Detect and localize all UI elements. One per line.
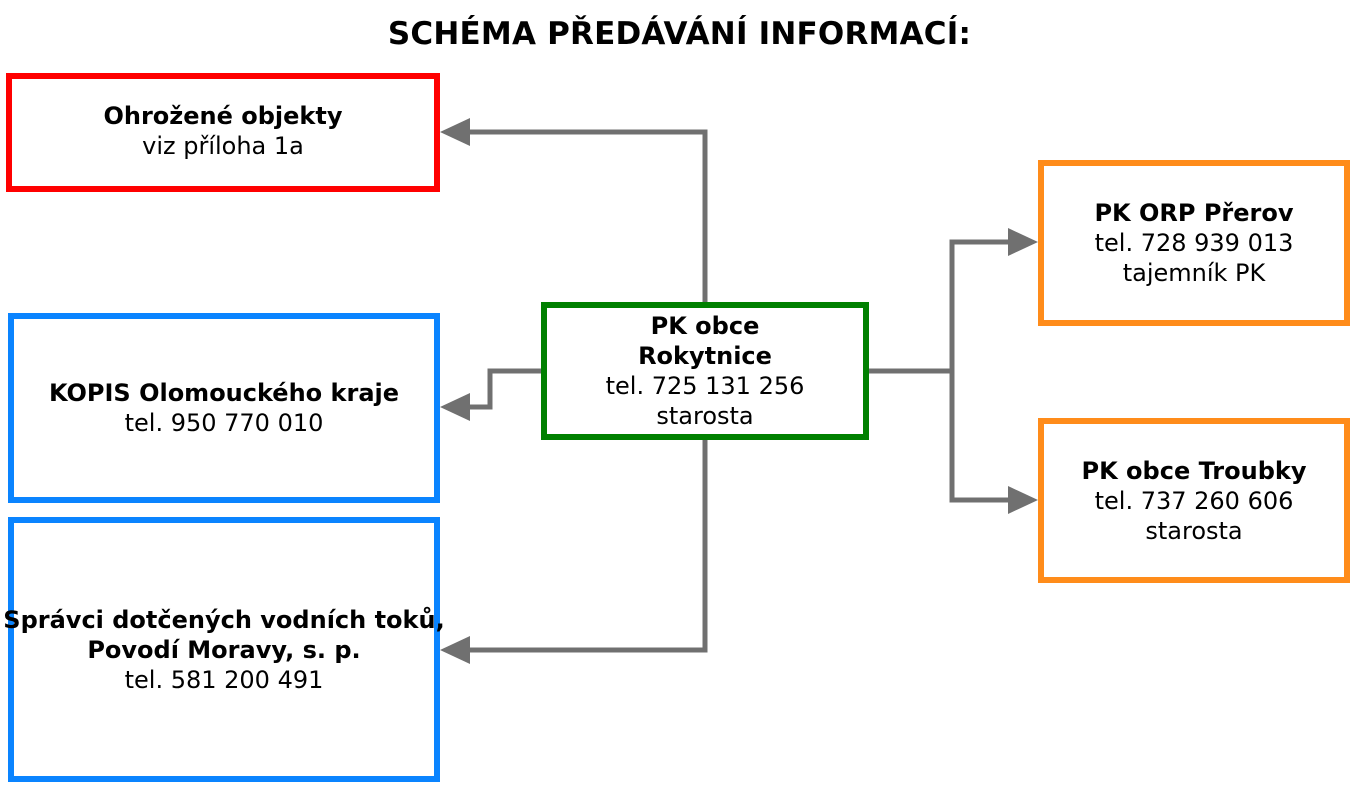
- node-role: starosta: [1145, 516, 1243, 545]
- node-orp-prerov: PK ORP Přerov tel. 728 939 013 tajemník …: [1038, 160, 1350, 326]
- node-phone: tel. 737 260 606: [1094, 486, 1294, 515]
- node-heading-line1: Správci dotčených vodních toků,: [3, 606, 445, 634]
- connector-to-troubky: [949, 371, 1014, 503]
- node-heading-line1: PK obce: [650, 312, 760, 340]
- node-heading-line2: Rokytnice: [638, 342, 772, 370]
- connector-to-kopis: [464, 368, 541, 410]
- node-phone: tel. 581 200 491: [124, 666, 324, 694]
- node-phone: tel. 950 770 010: [124, 409, 324, 437]
- node-troubky: PK obce Troubky tel. 737 260 606 starost…: [1038, 418, 1350, 583]
- node-heading-line2: Povodí Moravy, s. p.: [87, 636, 361, 664]
- arrowhead-orp: [1008, 228, 1038, 256]
- arrowhead-water: [440, 636, 470, 664]
- node-threatened-objects: Ohrožené objekty viz příloha 1a: [6, 73, 440, 192]
- connector-to-threatened: [462, 129, 708, 302]
- node-water-managers: Správci dotčených vodních toků, Povodí M…: [3, 517, 445, 782]
- node-heading: PK ORP Přerov: [1094, 199, 1294, 227]
- node-heading: Ohrožené objekty: [103, 102, 343, 130]
- node-heading: KOPIS Olomouckého kraje: [48, 379, 400, 407]
- node-heading: PK obce Troubky: [1081, 456, 1307, 485]
- diagram-title: SCHÉMA PŘEDÁVÁNÍ INFORMACÍ:: [387, 16, 972, 52]
- node-role: starosta: [656, 402, 754, 430]
- node-rokytnice: PK obce Rokytnice tel. 725 131 256 staro…: [541, 302, 869, 440]
- node-phone: tel. 725 131 256: [605, 372, 805, 400]
- node-phone: tel. 728 939 013: [1094, 229, 1294, 257]
- node-detail: viz příloha 1a: [142, 132, 304, 160]
- arrowhead-troubky: [1008, 486, 1038, 514]
- connector-to-orp: [949, 239, 1014, 500]
- arrowhead-threatened: [440, 118, 470, 146]
- connector-to-water: [464, 440, 708, 653]
- node-kopis: KOPIS Olomouckého kraje tel. 950 770 010: [8, 313, 440, 503]
- arrowhead-kopis: [440, 393, 470, 421]
- node-role: tajemník PK: [1122, 259, 1266, 287]
